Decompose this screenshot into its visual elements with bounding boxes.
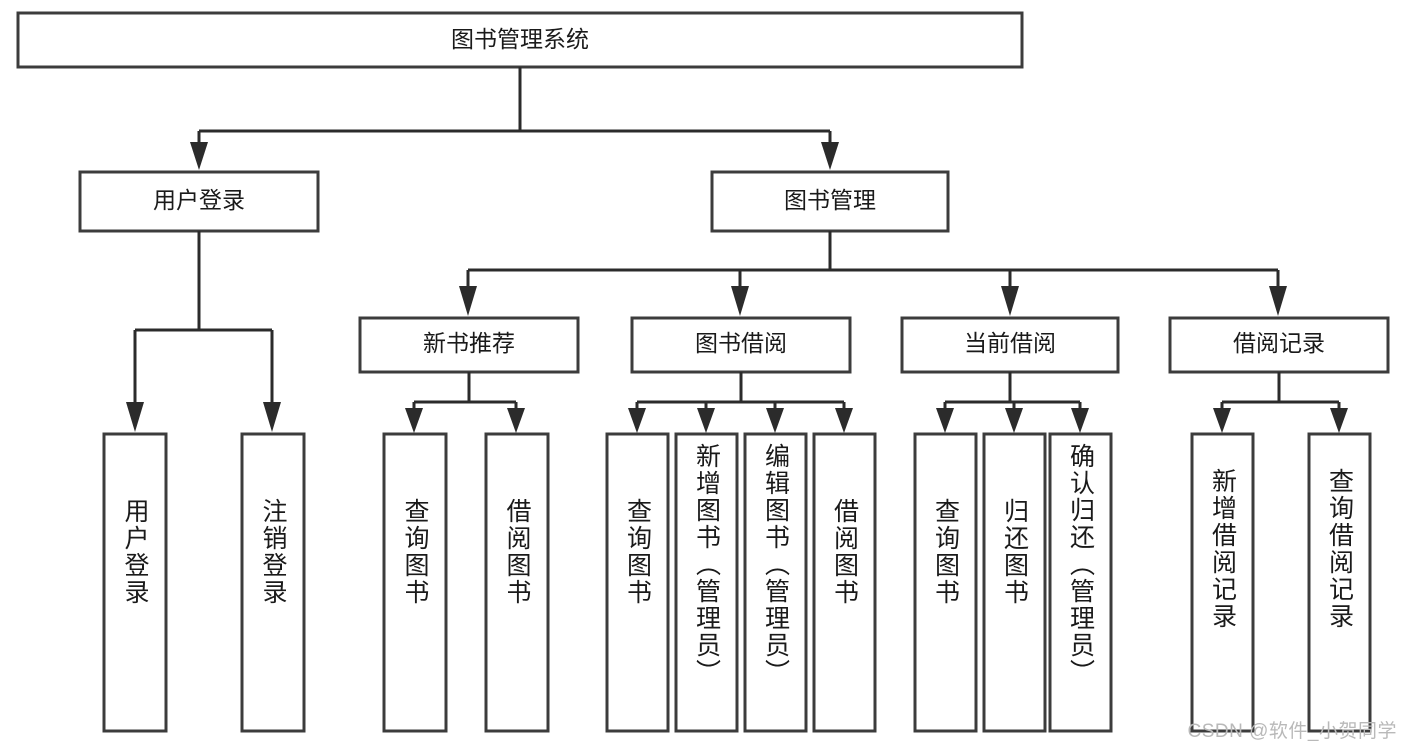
arrow-to-book-borrow [731,286,749,316]
arrow-to-current-borrow [1001,286,1019,316]
arrow-to-book-manage [821,142,839,170]
node-book-borrow-box[interactable] [630,316,852,374]
arrow-to-leaf-bb-3 [766,408,784,433]
leaf-box-user-login[interactable] [102,432,168,733]
arrow-to-leaf-cb-3 [1071,408,1089,433]
node-book-manage-box[interactable] [710,170,950,233]
arrow-to-leaf-br-1 [1213,408,1231,433]
leaf-box-bb-edit[interactable] [743,432,808,733]
arrow-to-leaf-nb-1 [405,408,423,433]
watermark-text: CSDN @软件_小贺同学 [1187,721,1397,742]
arrow-to-leaf-nb-2 [507,408,525,433]
arrow-to-leaf-bb-4 [835,408,853,433]
node-new-book-box[interactable] [358,316,580,374]
leaf-box-bb-borrow[interactable] [812,432,877,733]
arrow-to-leaf-cb-2 [1005,408,1023,433]
leaf-box-logout[interactable] [240,432,306,733]
leaf-box-cb-query[interactable] [913,432,978,733]
leaf-box-bb-query[interactable] [605,432,670,733]
node-root-box[interactable] [16,11,1024,69]
node-book-borrow-label: 图书借阅 [695,330,787,356]
arrow-to-leaf-user-login [126,402,144,432]
node-borrow-record-box[interactable] [1168,316,1390,374]
node-root-label: 图书管理系统 [451,26,589,52]
leaf-box-bb-add[interactable] [674,432,739,733]
node-user-login-label: 用户登录 [153,187,245,213]
arrow-to-leaf-cb-1 [936,408,954,433]
node-new-book-label: 新书推荐 [423,330,515,356]
node-current-borrow-label: 当前借阅 [964,330,1056,356]
arrow-to-leaf-br-2 [1330,408,1348,433]
leaf-box-cb-return[interactable] [982,432,1047,733]
leaf-box-br-query[interactable] [1307,432,1372,733]
arrow-to-new-book [459,286,477,316]
arrow-to-user-login [190,142,208,170]
node-current-borrow-box[interactable] [900,316,1120,374]
node-borrow-record-label: 借阅记录 [1233,330,1325,356]
leaf-box-nb-borrow[interactable] [484,432,550,733]
node-book-manage-label: 图书管理 [784,187,876,213]
arrow-to-leaf-bb-1 [628,408,646,433]
arrow-to-borrow-record [1269,286,1287,316]
arrow-to-leaf-bb-2 [697,408,715,433]
arrow-to-leaf-logout [263,402,281,432]
leaf-box-br-add[interactable] [1190,432,1255,733]
leaf-box-nb-query[interactable] [382,432,448,733]
leaf-box-cb-confirm[interactable] [1048,432,1113,733]
